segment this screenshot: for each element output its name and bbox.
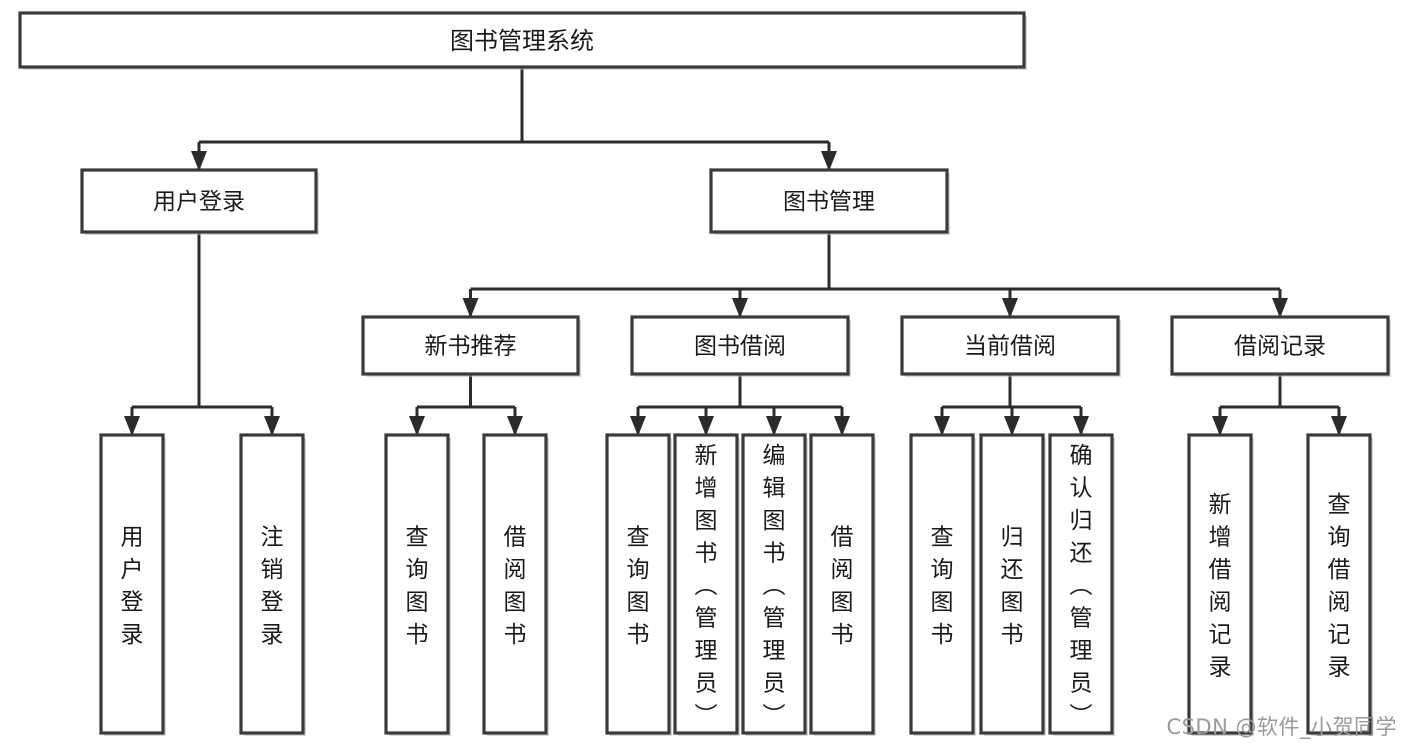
node-box[interactable] — [809, 433, 875, 735]
node-图书管理系统[interactable]: 图书管理系统 — [18, 11, 1027, 70]
node-box[interactable] — [384, 433, 450, 735]
node-图书借阅[interactable]: 图书借阅 — [630, 315, 851, 377]
node-label: 归还图书 — [1001, 524, 1024, 648]
node-查询图书[interactable]: 查询图书 — [909, 433, 976, 736]
node-借阅图书[interactable]: 借阅图书 — [809, 433, 876, 736]
node-box[interactable] — [1048, 433, 1114, 735]
node-label: 借阅图书 — [504, 524, 527, 648]
node-label: 编辑图书︵管理员︶ — [763, 443, 786, 729]
node-归还图书[interactable]: 归还图书 — [979, 433, 1046, 736]
node-用户登录[interactable]: 用户登录 — [80, 168, 319, 235]
arrow-head-icon — [124, 416, 140, 436]
node-box[interactable] — [900, 315, 1120, 376]
node-box[interactable] — [741, 433, 807, 735]
arrow-head-icon — [264, 416, 280, 436]
node-用户登录[interactable]: 用户登录 — [99, 433, 166, 736]
arrow-head-icon — [462, 298, 479, 318]
node-label: 图书管理 — [783, 189, 875, 215]
arrow-head-icon — [1272, 298, 1288, 318]
arrow-head-icon — [191, 151, 207, 171]
node-借阅记录[interactable]: 借阅记录 — [1170, 315, 1391, 377]
node-查询图书[interactable]: 查询图书 — [384, 433, 451, 736]
node-确认归还管理员[interactable]: 确认归还︵管理员︶ — [1048, 433, 1115, 736]
arrow-head-icon — [1073, 416, 1089, 436]
node-layer: 图书管理系统用户登录图书管理新书推荐图书借阅当前借阅借阅记录用户登录注销登录查询… — [18, 11, 1391, 736]
node-label: 当前借阅 — [964, 334, 1056, 360]
arrow-head-icon — [766, 416, 782, 436]
node-label: 查询图书 — [931, 524, 954, 648]
node-box[interactable] — [99, 433, 165, 735]
arrow-head-icon — [698, 416, 714, 436]
node-label: 新增借阅记录 — [1209, 492, 1232, 680]
arrow-head-icon — [732, 298, 748, 318]
arrow-head-icon — [1212, 416, 1228, 436]
node-label: 图书借阅 — [694, 334, 786, 360]
node-label: 借阅记录 — [1234, 334, 1326, 360]
node-新增图书管理员[interactable]: 新增图书︵管理员︶ — [673, 433, 740, 736]
node-label: 查询图书 — [627, 524, 650, 648]
node-box[interactable] — [1306, 433, 1372, 735]
node-box[interactable] — [909, 433, 975, 735]
node-label: 图书管理系统 — [450, 27, 594, 55]
arrow-head-icon — [409, 416, 425, 436]
node-label: 新书推荐 — [425, 334, 517, 360]
node-当前借阅[interactable]: 当前借阅 — [900, 315, 1121, 377]
arrow-head-icon — [934, 416, 950, 436]
node-label: 查询借阅记录 — [1328, 492, 1351, 680]
node-新增借阅记录[interactable]: 新增借阅记录 — [1187, 433, 1254, 736]
node-图书管理[interactable]: 图书管理 — [709, 168, 950, 235]
node-label: 借阅图书 — [831, 524, 854, 648]
node-box[interactable] — [1170, 315, 1390, 376]
node-box[interactable] — [630, 315, 850, 376]
node-box[interactable] — [482, 433, 548, 735]
node-label: 用户登录 — [121, 524, 144, 648]
arrow-head-icon — [821, 151, 837, 171]
node-注销登录[interactable]: 注销登录 — [239, 433, 306, 736]
node-label: 注销登录 — [261, 524, 284, 648]
arrow-head-icon — [834, 416, 850, 436]
node-box[interactable] — [605, 433, 671, 735]
arrow-head-icon — [507, 416, 523, 436]
node-box[interactable] — [979, 433, 1045, 735]
node-label: 用户登录 — [153, 189, 245, 215]
connector-layer — [124, 67, 1347, 436]
node-查询借阅记录[interactable]: 查询借阅记录 — [1306, 433, 1373, 736]
arrow-head-icon — [1331, 416, 1347, 436]
node-新书推荐[interactable]: 新书推荐 — [361, 315, 581, 377]
node-box[interactable] — [361, 315, 580, 376]
node-box[interactable] — [1187, 433, 1253, 735]
node-box[interactable] — [80, 168, 318, 234]
node-box[interactable] — [18, 11, 1026, 69]
node-查询图书[interactable]: 查询图书 — [605, 433, 672, 736]
arrow-head-icon — [1002, 298, 1018, 318]
node-label: 查询图书 — [406, 524, 429, 648]
arrow-head-icon — [1004, 416, 1020, 436]
node-box[interactable] — [239, 433, 305, 735]
node-box[interactable] — [673, 433, 739, 735]
arrow-head-icon — [630, 416, 646, 436]
node-label: 新增图书︵管理员︶ — [695, 443, 718, 729]
node-box[interactable] — [709, 168, 949, 234]
node-借阅图书[interactable]: 借阅图书 — [482, 433, 549, 736]
node-label: 确认归还︵管理员︶ — [1070, 443, 1093, 729]
node-编辑图书管理员[interactable]: 编辑图书︵管理员︶ — [741, 433, 808, 736]
